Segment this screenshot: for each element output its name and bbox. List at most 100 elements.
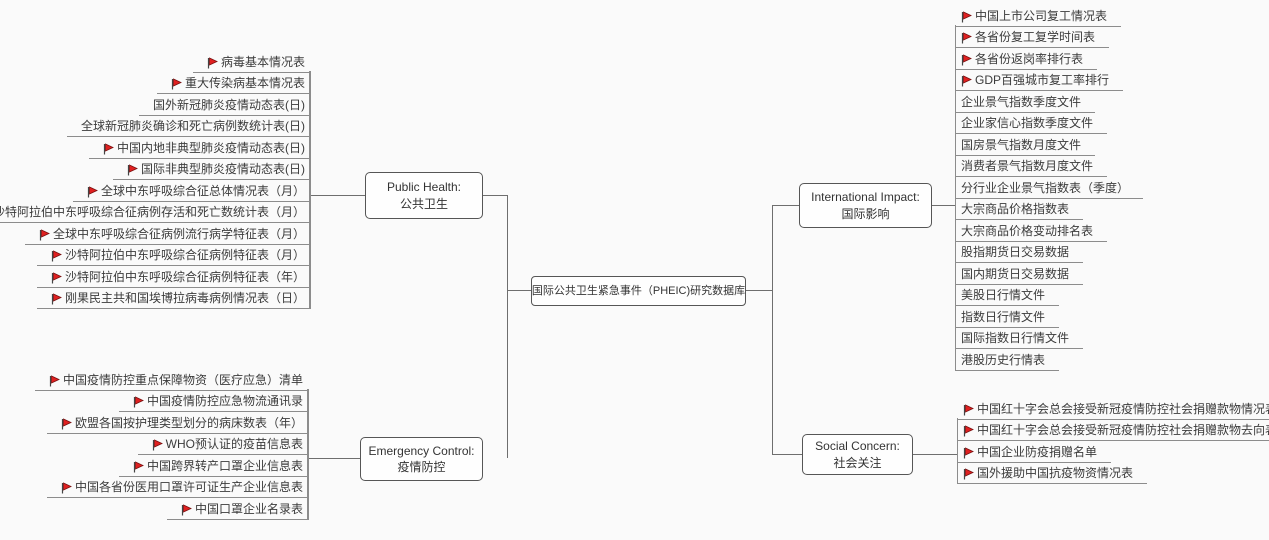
leaf-item[interactable]: 中国内地非典型肺炎疫情动态表(日): [89, 137, 310, 159]
leaf-item-label: 国房景气指数月度文件: [961, 137, 1082, 152]
leaf-item[interactable]: 欧盟各国按护理类型划分的病床数表（年）: [46, 412, 308, 434]
branch-spine-line: [954, 25, 956, 371]
leaf-item-label: 中国口罩企业名录表: [194, 501, 303, 516]
leaf-item[interactable]: 国房景气指数月度文件: [955, 134, 1096, 156]
leaf-item[interactable]: 重大传染病基本情况表: [156, 73, 310, 94]
leaf-item[interactable]: WHO预认证的疫苗信息表: [137, 434, 308, 455]
leaf-item-label: 企业家信心指数季度文件: [961, 116, 1094, 130]
central-topic[interactable]: 国际公共卫生紧急事件（PHEIC)研究数据库: [531, 276, 746, 306]
leaf-item[interactable]: 大宗商品价格指数表: [955, 199, 1084, 220]
leaf-item-label: 港股历史行情表: [961, 352, 1046, 367]
leaf-item[interactable]: 沙特阿拉伯中东呼吸综合征病例特征表（月）: [36, 245, 310, 266]
leaf-item-label: 沙特阿拉伯中东呼吸综合征病例存活和死亡数统计表（月）: [0, 205, 305, 219]
flag-icon: [963, 468, 974, 480]
leaf-item-label: 中国红十字会总会接受新冠疫情防控社会捐赠款物情况表(日): [977, 401, 1269, 416]
leaf-item[interactable]: 消费者景气指数月度文件: [955, 156, 1108, 177]
leaf-item[interactable]: 国内期货日交易数据: [955, 263, 1084, 285]
leaf-item[interactable]: 中国跨界转产口罩企业信息表: [118, 455, 308, 477]
leaf-item[interactable]: 沙特阿拉伯中东呼吸综合征病例存活和死亡数统计表（月）: [0, 202, 310, 223]
leaf-item-label: 重大传染病基本情况表: [184, 76, 305, 90]
leaf-item[interactable]: 中国红十字会总会接受新冠疫情防控社会捐赠款物情况表(日): [957, 398, 1269, 420]
connector-line: [772, 205, 799, 206]
leaf-item[interactable]: 病毒基本情况表: [192, 51, 310, 73]
flag-icon: [103, 142, 114, 155]
leaf-item-label: 分行业企业景气指数表（季度）: [961, 180, 1130, 195]
leaf-item-label: 全球新冠肺炎确诊和死亡病例数统计表(日): [81, 119, 305, 133]
leaf-item[interactable]: 国际指数日行情文件: [955, 328, 1084, 349]
leaf-item[interactable]: 全球中东呼吸综合征总体情况表（月）: [72, 180, 310, 202]
branch-title-zh: 疫情防控: [397, 460, 446, 474]
leaf-item[interactable]: 各省份复工复学时间表: [955, 27, 1110, 48]
flag-icon: [51, 293, 62, 305]
leaf-item-label: 沙特阿拉伯中东呼吸综合征病例特征表（月）: [64, 248, 305, 262]
branch-social-concern[interactable]: Social Concern: 社会关注: [802, 434, 913, 475]
leaf-column-public-health: 病毒基本情况表重大传染病基本情况表国外新冠肺炎疫情动态表(日) 全球新冠肺炎确诊和…: [0, 51, 311, 309]
leaf-item[interactable]: 企业家信心指数季度文件: [955, 113, 1108, 134]
branch-spine-line: [307, 389, 309, 520]
leaf-item[interactable]: 中国口罩企业名录表: [166, 498, 308, 520]
leaf-item-label: 中国上市公司复工情况表: [975, 8, 1108, 23]
flag-icon: [133, 460, 144, 473]
branch-title-zh: 国际影响: [841, 206, 890, 221]
leaf-item[interactable]: 中国疫情防控应急物流通讯录: [118, 391, 308, 412]
leaf-item[interactable]: 国外新冠肺炎疫情动态表(日): [139, 94, 310, 116]
leaf-item[interactable]: 港股历史行情表: [955, 349, 1060, 371]
leaf-item-label: 国外新冠肺炎疫情动态表(日): [153, 97, 305, 112]
leaf-item-label: 中国内地非典型肺炎疫情动态表(日): [117, 140, 305, 155]
leaf-item[interactable]: 中国企业防疫捐赠名单: [957, 441, 1112, 463]
leaf-item-label: 各省份返岗率排行表: [975, 51, 1084, 66]
leaf-item[interactable]: 指数日行情文件: [955, 306, 1060, 328]
flag-icon: [127, 164, 138, 176]
leaf-item-label: 刚果民主共和国埃博拉病毒病例情况表（日）: [64, 291, 305, 305]
branch-title-en: Social Concern:: [815, 439, 900, 454]
leaf-item[interactable]: 中国各省份医用口罩许可证生产企业信息表: [46, 477, 308, 498]
leaf-item-label: 企业景气指数季度文件: [961, 94, 1082, 109]
leaf-item-label: 各省份复工复学时间表: [975, 30, 1096, 44]
branch-public-health[interactable]: Public Health: 公共卫生: [365, 172, 483, 219]
leaf-item-label: 指数日行情文件: [961, 309, 1046, 324]
flag-icon: [49, 374, 60, 387]
leaf-column-international-impact: 中国上市公司复工情况表各省份复工复学时间表各省份返岗率排行表 GDP百强城市复工率…: [954, 5, 1144, 371]
branch-international-impact[interactable]: International Impact: 国际影响: [799, 183, 932, 228]
connector-line: [310, 195, 365, 196]
branch-spine-line: [956, 418, 958, 484]
leaf-item[interactable]: 美股日行情文件: [955, 285, 1060, 306]
flag-icon: [963, 446, 974, 459]
leaf-item-label: 消费者景气指数月度文件: [961, 159, 1094, 173]
connector-line: [483, 195, 507, 196]
leaf-item[interactable]: 国际非典型肺炎疫情动态表(日): [113, 159, 310, 180]
leaf-item[interactable]: 大宗商品价格变动排名表: [955, 220, 1108, 242]
flag-icon: [963, 403, 974, 416]
leaf-item[interactable]: 全球新冠肺炎确诊和死亡病例数统计表(日): [67, 116, 310, 137]
leaf-item-label: 中国跨界转产口罩企业信息表: [146, 458, 303, 473]
leaf-item-label: 全球中东呼吸综合征病例流行病学特征表（月）: [52, 226, 305, 241]
connector-line: [772, 205, 773, 454]
leaf-item[interactable]: 各省份返岗率排行表: [955, 48, 1098, 70]
connector-line: [507, 290, 531, 291]
leaf-item[interactable]: 企业景气指数季度文件: [955, 91, 1096, 113]
leaf-item[interactable]: 中国疫情防控重点保障物资（医疗应急）清单: [34, 369, 308, 391]
leaf-item[interactable]: 刚果民主共和国埃博拉病毒病例情况表（日）: [36, 288, 310, 309]
connector-line: [507, 195, 508, 458]
leaf-item[interactable]: GDP百强城市复工率排行: [955, 70, 1124, 91]
connector-line: [308, 458, 360, 459]
leaf-column-social-concern: 中国红十字会总会接受新冠疫情防控社会捐赠款物情况表(日) 中国红十字会总会接受新冠…: [956, 398, 1269, 484]
leaf-item-label: 欧盟各国按护理类型划分的病床数表（年）: [74, 415, 303, 430]
leaf-item[interactable]: 中国红十字会总会接受新冠疫情防控社会捐赠款物去向表(日): [957, 420, 1269, 441]
branch-title-zh: 公共卫生: [399, 196, 448, 211]
leaf-item-label: 中国疫情防控应急物流通讯录: [146, 394, 303, 408]
branch-title-en: International Impact:: [811, 190, 920, 205]
leaf-item[interactable]: 沙特阿拉伯中东呼吸综合征病例特征表（年）: [36, 266, 310, 288]
flag-icon: [51, 250, 62, 262]
leaf-item[interactable]: 全球中东呼吸综合征病例流行病学特征表（月）: [24, 223, 310, 245]
branch-emergency-control[interactable]: Emergency Control: 疫情防控: [360, 437, 483, 481]
leaf-item-label: 沙特阿拉伯中东呼吸综合征病例特征表（年）: [64, 269, 305, 284]
leaf-item[interactable]: 中国上市公司复工情况表: [955, 5, 1122, 27]
leaf-item[interactable]: 分行业企业景气指数表（季度）: [955, 177, 1144, 199]
flag-icon: [87, 185, 98, 198]
leaf-item-label: 国内期货日交易数据: [961, 266, 1070, 281]
leaf-item[interactable]: 国外援助中国抗疫物资情况表: [957, 463, 1148, 484]
flag-icon: [39, 228, 50, 241]
leaf-item[interactable]: 股指期货日交易数据: [955, 242, 1084, 263]
